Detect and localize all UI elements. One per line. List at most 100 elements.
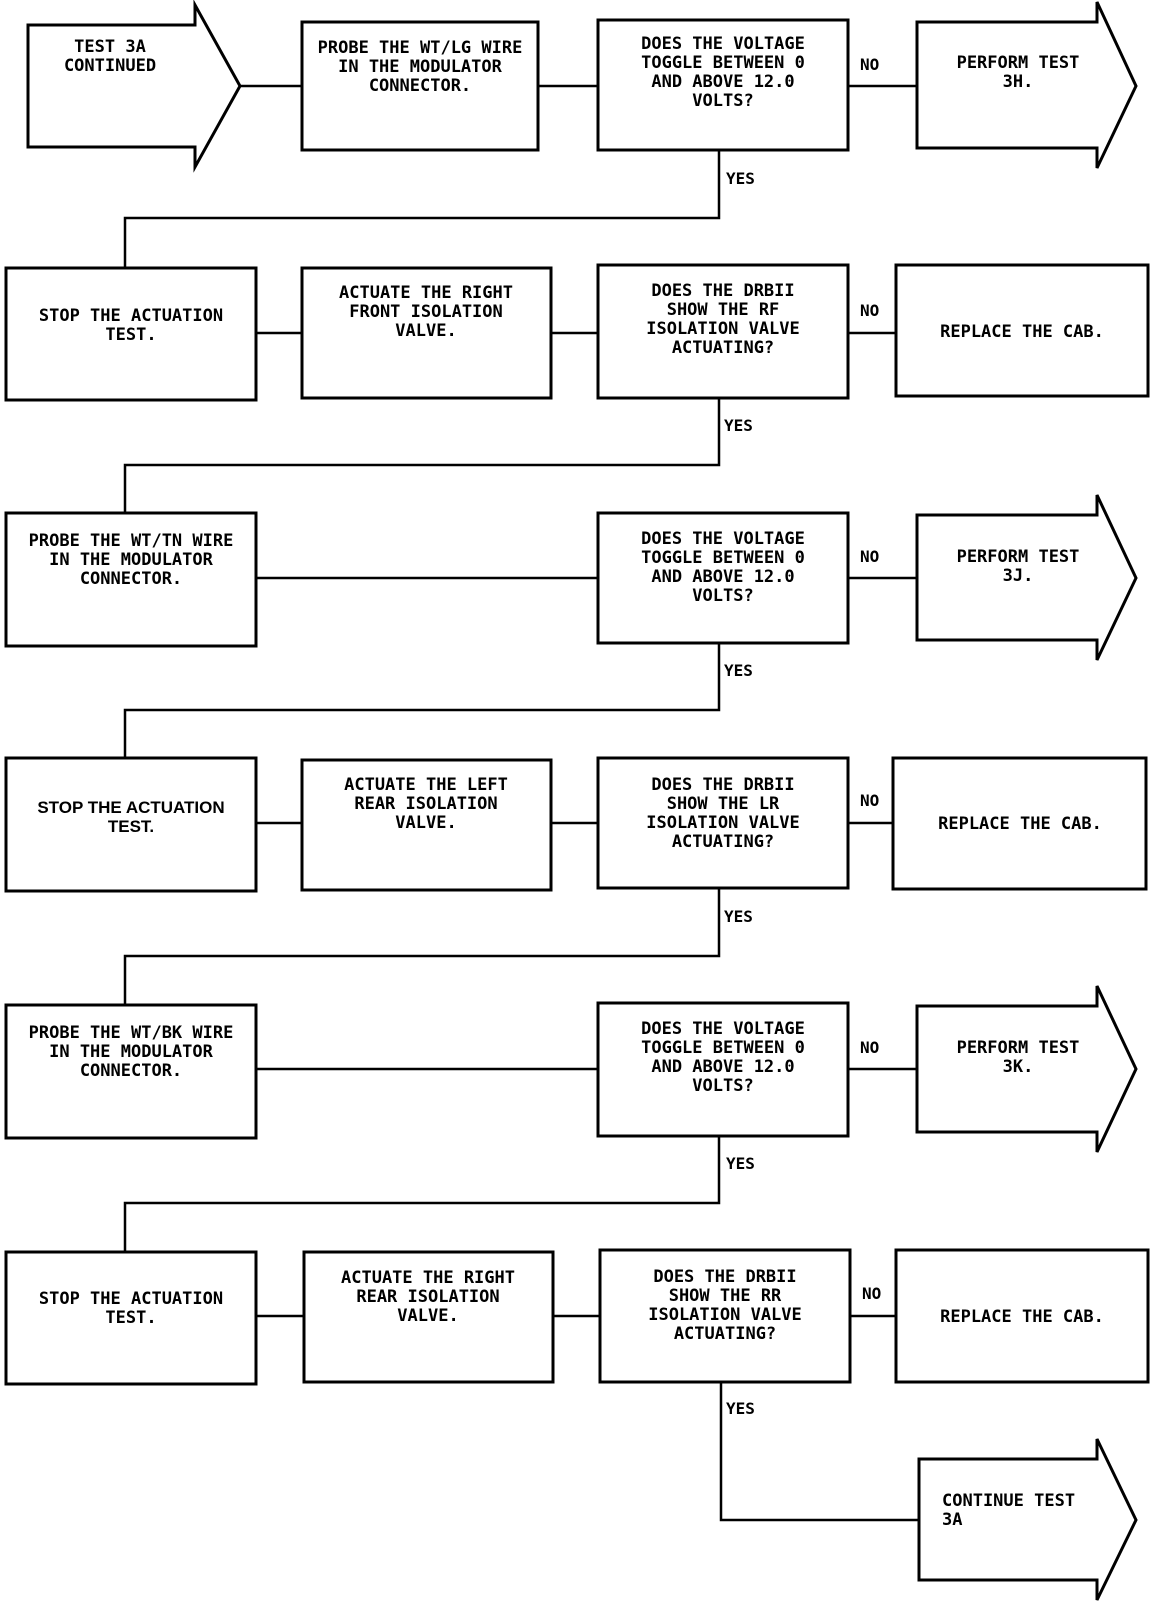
yes-path-4 (123, 888, 721, 1005)
voltage-question-box-1 (596, 18, 850, 152)
text-line: DOES THE DRBII (651, 281, 794, 301)
text-line: AND ABOVE 12.0 (651, 72, 794, 92)
text-line: CONNECTOR. (80, 1061, 182, 1081)
stop-actuation-box-2 (4, 756, 258, 893)
text-line: DOES THE DRBII (653, 1267, 796, 1287)
text-line: TOGGLE BETWEEN 0 (641, 53, 805, 73)
no-label-6: NO (862, 1284, 881, 1303)
text-line: REAR ISOLATION (356, 1287, 499, 1307)
no-label-2: NO (860, 301, 879, 320)
text-line: REPLACE THE CAB. (938, 814, 1102, 834)
text-line: VOLTS? (692, 1076, 753, 1096)
text-line: ISOLATION VALVE (648, 1305, 802, 1325)
text-line: PROBE THE WT/BK WIRE (29, 1023, 234, 1043)
yes-path-5 (123, 1136, 721, 1252)
probe-wt-tn-box (4, 511, 258, 648)
text-line: CONNECTOR. (80, 569, 182, 589)
text-line: ISOLATION VALVE (646, 813, 800, 833)
yes-label-4: YES (724, 907, 753, 926)
text-line: ACTUATING? (672, 338, 774, 358)
text-line: PROBE THE WT/LG WIRE (318, 38, 523, 58)
text-line: DOES THE DRBII (651, 775, 794, 795)
yes-label-1: YES (726, 169, 755, 188)
replace-cab-box-3 (894, 1248, 1150, 1384)
text-line: ACTUATE THE LEFT (344, 775, 508, 795)
no-label-1: NO (860, 55, 879, 74)
text-line: IN THE MODULATOR (49, 550, 214, 570)
replace-cab-box-2 (891, 756, 1148, 891)
text-line: FRONT ISOLATION (349, 302, 503, 322)
text-line: TEST. (105, 1308, 156, 1328)
text-line: TOGGLE BETWEEN 0 (641, 548, 805, 568)
text-line: PROBE THE WT/TN WIRE (29, 531, 234, 551)
text-line: PERFORM TEST (957, 53, 1080, 73)
text-line: CONTINUE TEST (942, 1491, 1075, 1511)
text-line: ACTUATE THE RIGHT (341, 1268, 515, 1288)
text-line: DOES THE VOLTAGE (641, 529, 805, 549)
text-line: TEST. (105, 325, 156, 345)
replace-cab-text-2: REPLACE THE CAB. (938, 814, 1102, 834)
perform-test-3k-arrow (915, 985, 1138, 1153)
actuate-rr-box (302, 1250, 555, 1384)
text-line: ACTUATING? (674, 1324, 776, 1344)
text-line: ACTUATE THE RIGHT (339, 283, 513, 303)
yes-label-6: YES (726, 1399, 755, 1418)
text-line: 3A (942, 1510, 962, 1530)
text-line: STOP THE ACTUATION (39, 306, 223, 326)
drbii-question-box-rr (598, 1248, 852, 1384)
text-line: DOES THE VOLTAGE (641, 34, 805, 54)
perform-test-3h-arrow (915, 1, 1138, 169)
text-line: REPLACE THE CAB. (940, 322, 1104, 342)
text-line: CONTINUED (64, 56, 156, 76)
text-line: VALVE. (397, 1306, 458, 1326)
replace-cab-text-3: REPLACE THE CAB. (940, 1307, 1104, 1327)
text-line: DOES THE VOLTAGE (641, 1019, 805, 1039)
text-line: STOP THE ACTUATION (39, 1289, 223, 1309)
text-line: VALVE. (395, 321, 456, 341)
text-line: TOGGLE BETWEEN 0 (641, 1038, 805, 1058)
no-label-3: NO (860, 547, 879, 566)
text-line: VALVE. (395, 813, 456, 833)
text-line: 3J. (1003, 566, 1034, 586)
voltage-question-box-2 (596, 511, 850, 645)
text-line: CONNECTOR. (369, 76, 471, 96)
text-line: ACTUATING? (672, 832, 774, 852)
text-line: PERFORM TEST (957, 547, 1080, 567)
text-line: VOLTS? (692, 586, 753, 606)
yes-label-2: YES (724, 416, 753, 435)
perform-test-3j-arrow (915, 494, 1138, 661)
stop-actuation-box-3 (4, 1250, 258, 1386)
yes-label-3: YES (724, 661, 753, 680)
text-line: REPLACE THE CAB. (940, 1307, 1104, 1327)
no-label-5: NO (860, 1038, 879, 1057)
text-line: ISOLATION VALVE (646, 319, 800, 339)
start-arrow-test-3a-continued (26, 0, 242, 173)
text-line: IN THE MODULATOR (338, 57, 503, 77)
stop-actuation-box-1 (4, 266, 258, 402)
actuate-lr-box (300, 758, 553, 892)
no-label-4: NO (860, 791, 879, 810)
yes-path-1 (123, 150, 721, 268)
yes-path-2 (123, 398, 721, 513)
yes-path-3 (123, 643, 721, 758)
